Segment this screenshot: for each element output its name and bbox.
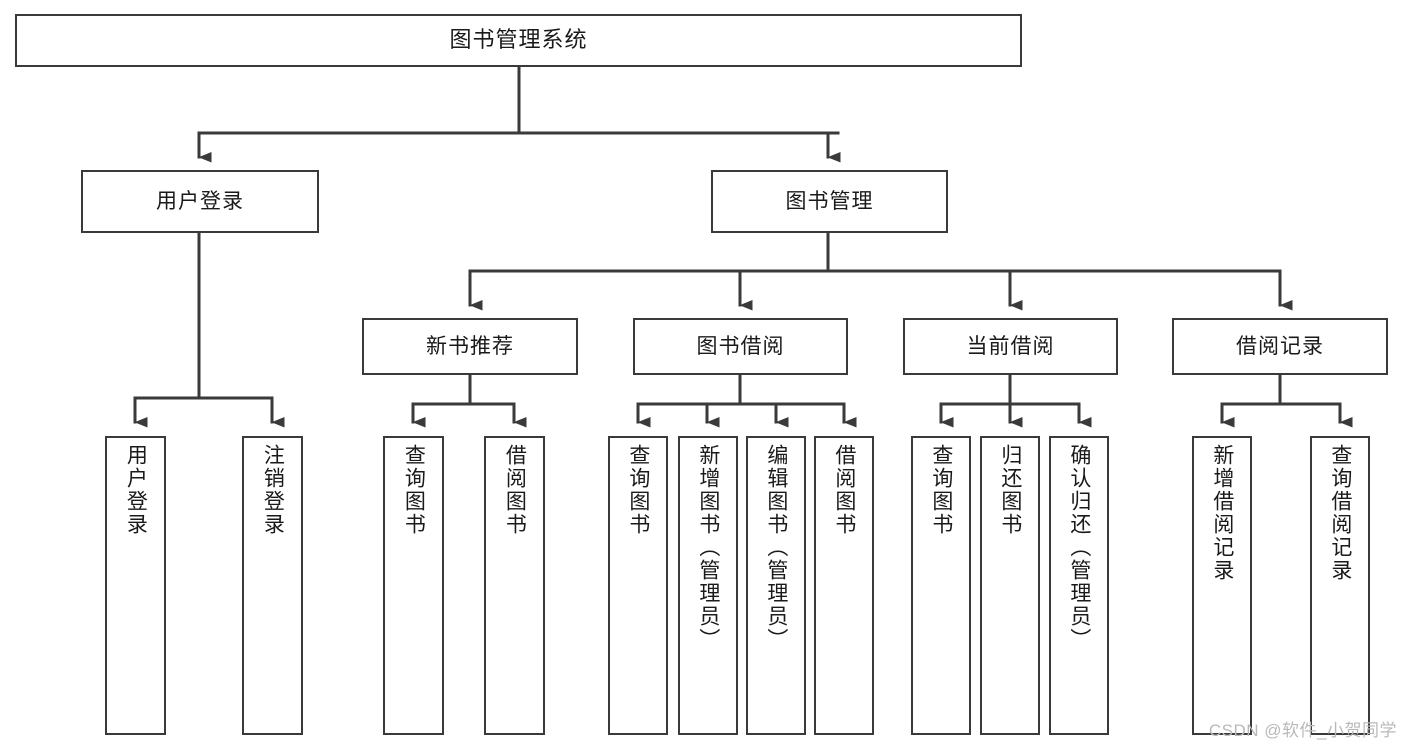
- node-current-borrow-label: 当前借阅: [966, 334, 1055, 358]
- node-book-borrow[interactable]: 图书借阅: [633, 318, 848, 375]
- leaf-user-login-login[interactable]: 用户登录: [105, 436, 166, 735]
- node-current-borrow[interactable]: 当前借阅: [903, 318, 1118, 375]
- leaf-borrow-record-query[interactable]: 查询借阅记录: [1310, 436, 1370, 735]
- node-borrow-record-label: 借阅记录: [1236, 334, 1324, 358]
- leaf-current-borrow-query-label: 查询图书: [929, 444, 953, 536]
- leaf-borrow-record-add-label: 新增借阅记录: [1210, 444, 1234, 582]
- node-root-label: 图书管理系统: [449, 27, 588, 53]
- leaf-book-borrow-edit[interactable]: 编辑图书（管理员）: [746, 436, 806, 735]
- leaf-book-borrow-query[interactable]: 查询图书: [608, 436, 668, 735]
- leaf-borrow-record-add[interactable]: 新增借阅记录: [1192, 436, 1252, 735]
- leaf-current-borrow-return[interactable]: 归还图书: [980, 436, 1040, 735]
- leaf-book-borrow-query-label: 查询图书: [626, 444, 650, 536]
- csdn-watermark: CSDN @软件_小贺同学: [1208, 721, 1397, 740]
- leaf-new-book-query[interactable]: 查询图书: [383, 436, 444, 735]
- node-borrow-record[interactable]: 借阅记录: [1172, 318, 1388, 375]
- leaf-borrow-record-query-label: 查询借阅记录: [1328, 444, 1352, 582]
- leaf-current-borrow-confirm-return-label: 确认归还（管理员）: [1067, 444, 1091, 651]
- node-book-management[interactable]: 图书管理: [711, 170, 948, 233]
- leaf-book-borrow-add-label: 新增图书（管理员）: [696, 444, 720, 651]
- leaf-book-borrow-edit-label: 编辑图书（管理员）: [764, 444, 788, 651]
- leaf-book-borrow-borrow-label: 借阅图书: [832, 444, 856, 536]
- leaf-new-book-query-label: 查询图书: [402, 444, 426, 536]
- leaf-new-book-borrow-label: 借阅图书: [503, 444, 527, 536]
- node-book-management-label: 图书管理: [785, 189, 874, 213]
- leaf-current-borrow-query[interactable]: 查询图书: [911, 436, 971, 735]
- node-user-login-label: 用户登录: [156, 189, 244, 213]
- node-user-login[interactable]: 用户登录: [81, 170, 319, 233]
- node-new-book-recommend-label: 新书推荐: [426, 334, 514, 358]
- leaf-current-borrow-confirm-return[interactable]: 确认归还（管理员）: [1049, 436, 1109, 735]
- leaf-book-borrow-add[interactable]: 新增图书（管理员）: [678, 436, 738, 735]
- node-new-book-recommend[interactable]: 新书推荐: [362, 318, 578, 375]
- leaf-user-login-login-label: 用户登录: [124, 444, 148, 536]
- leaf-user-login-logout[interactable]: 注销登录: [242, 436, 303, 735]
- leaf-new-book-borrow[interactable]: 借阅图书: [484, 436, 545, 735]
- node-book-borrow-label: 图书借阅: [696, 334, 785, 358]
- leaf-book-borrow-borrow[interactable]: 借阅图书: [814, 436, 874, 735]
- leaf-current-borrow-return-label: 归还图书: [998, 444, 1022, 536]
- leaf-user-login-logout-label: 注销登录: [261, 444, 285, 536]
- node-root[interactable]: 图书管理系统: [15, 14, 1022, 67]
